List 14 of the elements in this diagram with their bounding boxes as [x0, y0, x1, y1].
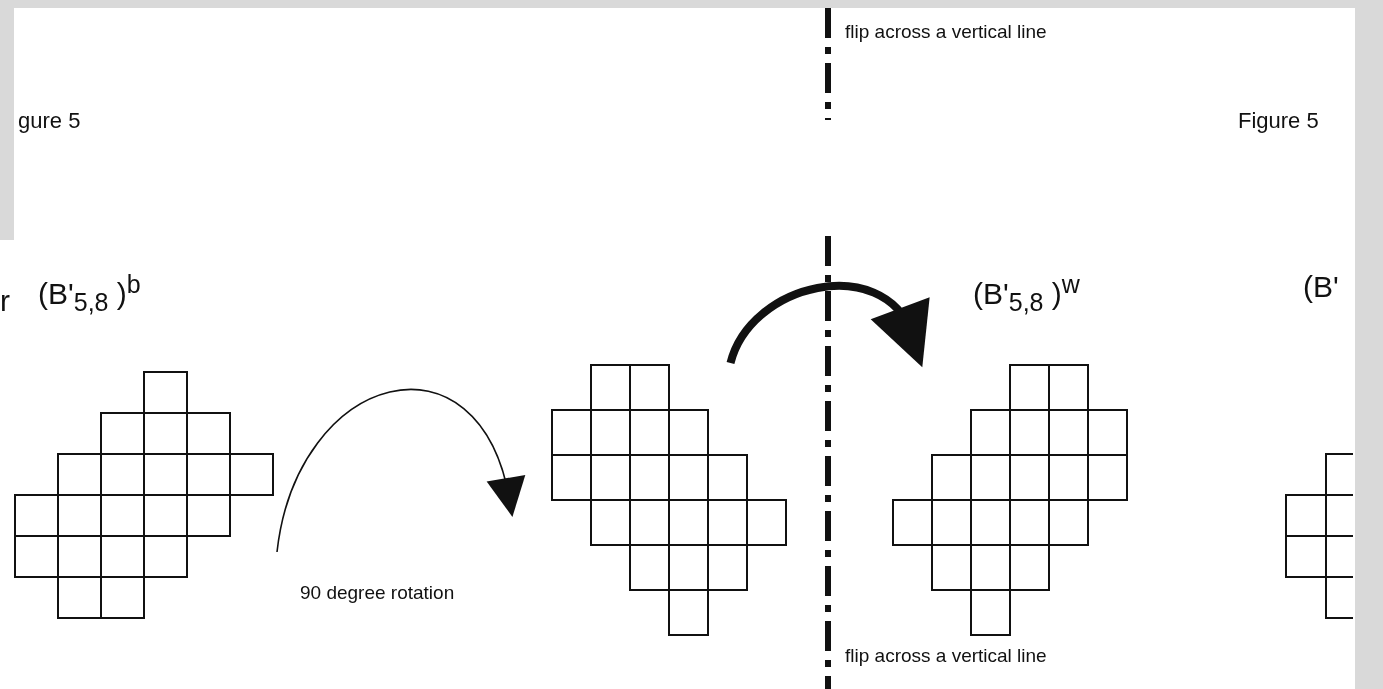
formula-text: (B'$_{5,8}$ )$^{w}$ [973, 270, 1080, 317]
figure-caption: Figure 5 [1238, 108, 1319, 134]
curved-arrow [726, 282, 927, 366]
curved-arrow [276, 388, 523, 553]
axis-caption: flip across a vertical line [845, 21, 1047, 43]
axis-caption: flip across a vertical line [845, 645, 1047, 667]
figure-caption: gure 5 [18, 108, 81, 134]
formula-text: (B' [1303, 270, 1339, 304]
formula-text: r [0, 284, 10, 318]
square-grid-shape [891, 363, 1129, 637]
square-grid-shape [550, 363, 788, 637]
square-grid-shape [13, 370, 275, 620]
edge-label: 90 degree rotation [300, 582, 455, 604]
formula-text: (B'$_{5,8}$ )$^{b}$ [38, 270, 141, 317]
